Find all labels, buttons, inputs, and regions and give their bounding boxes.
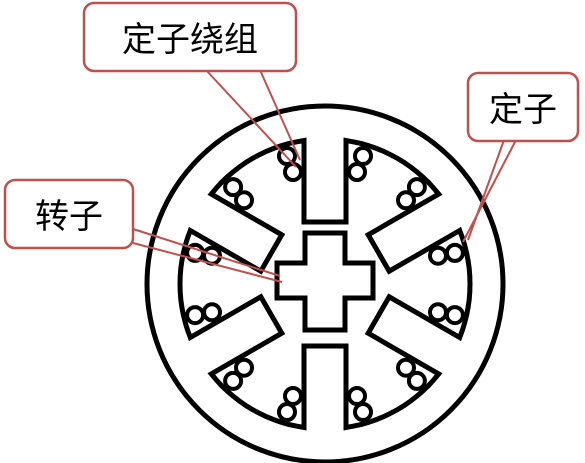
winding-coil: [202, 302, 222, 323]
stator-inner-boundary: [177, 137, 473, 431]
callout-rotor: 转子: [3, 178, 135, 250]
winding-coil: [283, 386, 303, 406]
winding-coil: [185, 305, 206, 326]
stator-outer-circle: [144, 103, 506, 463]
winding-coil: [353, 146, 373, 166]
leader-rotor: [132, 228, 283, 283]
callout-stator-winding-box: [82, 1, 298, 73]
stator-winding-coils: [185, 146, 465, 422]
winding-coil: [347, 386, 367, 406]
callout-stator-label: 定子: [489, 90, 557, 130]
winding-coil: [396, 357, 416, 378]
callout-stator: 定子: [466, 71, 580, 143]
winding-coil: [283, 162, 303, 182]
winding-coil: [444, 305, 465, 326]
callout-stator-winding: 定子绕组: [82, 1, 298, 73]
winding-coil: [406, 177, 427, 198]
winding-coil: [428, 302, 448, 323]
winding-coil: [396, 190, 416, 211]
winding-coil: [234, 190, 254, 211]
winding-coil: [428, 245, 448, 266]
winding-coil: [353, 402, 373, 422]
winding-coil: [277, 402, 297, 422]
leader-stator: [462, 139, 517, 243]
callout-stator-box: [466, 71, 580, 143]
leader-stator-winding: [205, 69, 301, 168]
winding-coil: [234, 357, 254, 378]
winding-coil: [185, 242, 206, 263]
callout-rotor-box: [3, 178, 135, 250]
winding-coil: [406, 370, 427, 391]
winding-coil: [223, 370, 244, 391]
winding-coil: [444, 242, 465, 263]
callout-rotor-label: 转子: [35, 197, 103, 237]
winding-coil: [347, 162, 367, 182]
winding-coil: [223, 177, 244, 198]
callout-stator-winding-label: 定子绕组: [122, 20, 258, 60]
rotor-cross: [274, 230, 376, 333]
